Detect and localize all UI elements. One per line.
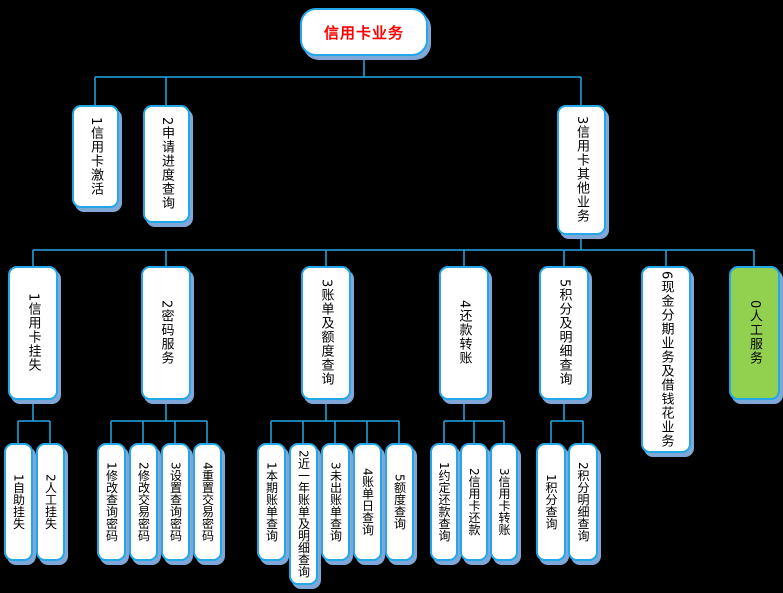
node-one-year-bill-detail-query: 2近一年账单及明细查询 — [289, 443, 318, 585]
node-limit-query: 5额度查询 — [385, 443, 414, 561]
node-modify-query-password: 1修改查询密码 — [97, 443, 126, 561]
node-current-bill-query: 1本期账单查询 — [257, 443, 286, 561]
node-modify-transaction-password: 2修改交易密码 — [129, 443, 158, 561]
node-application-progress-query: 2申请进度查询 — [143, 105, 190, 223]
node-cash-installment-and-borrow: 6现金分期业务及借钱花业务 — [641, 266, 691, 453]
node-reset-transaction-password: 4重置交易密码 — [193, 443, 222, 561]
node-card-repayment: 2信用卡还款 — [460, 443, 488, 561]
node-points-detail-query: 2积分明细查询 — [568, 443, 598, 561]
node-bill-date-query: 4账单日查询 — [353, 443, 382, 561]
node-unissued-bill-query: 3未出账单查询 — [321, 443, 350, 561]
node-other-card-services: 3信用卡其他业务 — [557, 105, 606, 235]
node-bill-and-limit-query: 3账单及额度查询 — [301, 266, 351, 400]
node-points-and-detail-query: 5积分及明细查询 — [539, 266, 589, 400]
node-self-loss-report: 1自助挂失 — [4, 443, 33, 561]
node-card-loss-report: 1信用卡挂失 — [8, 266, 58, 400]
node-credit-card-business: 信用卡业务 — [300, 8, 428, 56]
node-points-query: 1积分查询 — [536, 443, 566, 561]
node-card-activation: 1信用卡激活 — [72, 105, 119, 208]
node-scheduled-repayment-query: 1约定还款查询 — [430, 443, 458, 561]
node-password-service: 2密码服务 — [141, 266, 191, 400]
node-set-query-password: 3设置查询密码 — [161, 443, 190, 561]
node-manual-service: 0人工服务 — [729, 266, 780, 400]
node-repayment-transfer: 4还款转账 — [439, 266, 489, 400]
node-card-transfer: 3信用卡转账 — [490, 443, 518, 561]
node-manual-loss-report: 2人工挂失 — [36, 443, 65, 561]
